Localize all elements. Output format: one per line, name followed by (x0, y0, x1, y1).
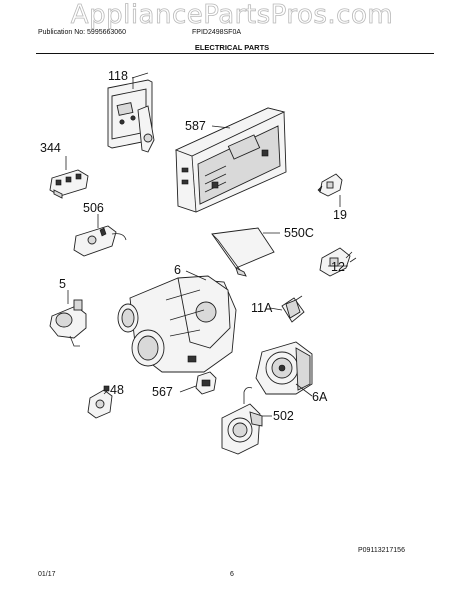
callout-12: 12 (331, 260, 345, 274)
callout-19: 19 (333, 208, 347, 222)
callout-550c: 550C (284, 226, 314, 240)
section-title: ELECTRICAL PARTS (194, 43, 270, 52)
page-number: 6 (230, 571, 234, 578)
callout-567: 567 (152, 385, 173, 399)
part-12-sensor[interactable] (319, 247, 357, 277)
callout-5: 5 (59, 277, 66, 291)
callout-344: 344 (40, 141, 61, 155)
leader-567 (179, 385, 197, 393)
callout-6a: 6A (312, 390, 328, 404)
part-118-control-board[interactable] (107, 72, 155, 153)
callout-502: 502 (273, 409, 294, 423)
callout-6: 6 (174, 263, 181, 277)
leader-6 (185, 270, 207, 281)
header-rule (36, 53, 434, 54)
callout-118: 118 (108, 69, 128, 83)
footer-date: 01/17 (38, 571, 56, 578)
part-6a-pump-housing[interactable] (255, 341, 313, 395)
callout-587: 587 (185, 119, 206, 133)
drawing-id: P09113217156 (358, 547, 405, 554)
publication-number: Publication No: 5995663060 (38, 29, 126, 36)
leader-587 (211, 125, 231, 129)
part-506-switch[interactable] (73, 225, 127, 257)
model-number: FPID2498SF0A (192, 29, 242, 36)
part-567-connector[interactable] (195, 371, 217, 395)
part-550c-cover[interactable] (211, 227, 275, 277)
leader-48 (103, 389, 109, 395)
callout-48: 48 (110, 383, 124, 397)
callout-506: 506 (83, 201, 104, 215)
part-6-circulation-pump[interactable] (117, 275, 237, 373)
part-344-terminal-block[interactable] (49, 169, 89, 199)
watermark: AppliancePartsPros.com (70, 0, 394, 30)
leader-11a (269, 307, 283, 311)
part-5-inlet-valve[interactable] (49, 299, 87, 347)
part-11a-thermistor[interactable] (281, 295, 305, 323)
part-48-switch[interactable] (87, 385, 113, 419)
part-19-sensor[interactable] (317, 173, 343, 197)
part-587-control-module[interactable] (174, 107, 287, 213)
callout-11a: 11A (251, 301, 273, 315)
leader-6a (295, 383, 313, 397)
part-502-drain-pump[interactable] (221, 387, 263, 455)
